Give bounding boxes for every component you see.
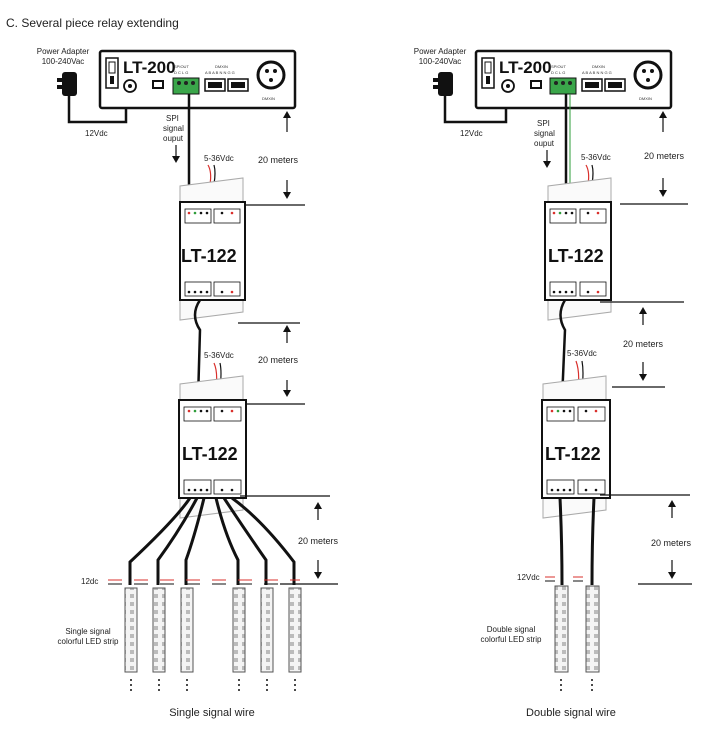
led-strip xyxy=(554,585,569,673)
controller-lt200: LT-200 SPIOUT D C L G DMXIN A B A B N N … xyxy=(98,49,297,110)
amp-model: LT-122 xyxy=(182,444,238,464)
strip-voltage: 12Vdc xyxy=(517,573,540,582)
output-cables xyxy=(558,497,596,586)
dmx-pins-label: A B A B N N G G xyxy=(582,70,612,75)
signal-cable xyxy=(559,299,567,401)
led-strip xyxy=(260,587,274,673)
led-strip xyxy=(124,587,138,673)
left-caption: Single signal wire xyxy=(169,707,255,719)
up-arrow-icon xyxy=(283,111,291,118)
left-diagram: Power Adapter 100-240Vac 12Vdc LT-200 SP… xyxy=(37,47,339,719)
up-arrow-icon xyxy=(639,307,647,314)
down-arrow-icon xyxy=(283,390,291,397)
distance-label-1: 20 meters xyxy=(258,155,299,165)
amplifier-lt122-1: LT-122 xyxy=(544,177,612,321)
down-arrow-icon xyxy=(283,192,291,199)
distance-label-3: 20 meters xyxy=(651,538,692,548)
controller-model: LT-200 xyxy=(499,58,552,77)
power-adapter-label: Power Adapter xyxy=(414,47,467,56)
signal-cable xyxy=(193,299,202,401)
amplifier-lt122-1: LT-122 xyxy=(179,177,246,321)
distance-label-2: 20 meters xyxy=(258,355,299,365)
spi-label-line1: SPI xyxy=(166,114,179,123)
dmx-pins-label: A B A B N N G G xyxy=(205,70,235,75)
amplifier-lt122-2: LT-122 xyxy=(541,375,611,519)
strip-label-line2: colorful LED strip xyxy=(481,635,542,644)
up-arrow-icon xyxy=(659,111,667,118)
controller-voltage: 12Vdc xyxy=(85,129,108,138)
dmxin-label: DMXIN xyxy=(215,64,228,69)
dmxin-bottom-label: DMXIN xyxy=(262,96,275,101)
spiout-label: SPIOUT xyxy=(551,64,566,69)
spi-label-line1: SPI xyxy=(537,119,550,128)
led-strips xyxy=(554,585,600,673)
controller-model: LT-200 xyxy=(123,58,176,77)
amp1-voltage: 5-36Vdc xyxy=(204,154,234,163)
spi-pins-label: D C L G xyxy=(174,70,188,75)
power-adapter-label: Power Adapter xyxy=(37,47,90,56)
spi-pins-label: D C L G xyxy=(551,70,565,75)
down-arrow-icon xyxy=(659,190,667,197)
amp-model: LT-122 xyxy=(548,246,604,266)
spi-terminal-icon xyxy=(549,77,577,95)
spi-label-line2: signal xyxy=(534,129,555,138)
amp-model: LT-122 xyxy=(181,246,237,266)
spi-label-line3: ouput xyxy=(163,134,184,143)
spi-label-line2: signal xyxy=(163,124,184,133)
led-strip xyxy=(288,587,302,673)
power-adapter xyxy=(57,72,77,96)
down-arrow-icon xyxy=(668,572,676,579)
amplifier-lt122-2: LT-122 xyxy=(178,375,247,519)
page-title: C. Several piece relay extending xyxy=(6,16,179,30)
right-diagram: Power Adapter 100-240Vac 12Vdc LT-200 SP… xyxy=(414,47,692,719)
xlr-connector-icon xyxy=(633,60,663,90)
up-arrow-icon xyxy=(668,500,676,507)
down-arrow-icon xyxy=(172,156,180,163)
led-strip xyxy=(232,587,246,673)
power-adapter xyxy=(433,72,453,96)
led-strip xyxy=(585,585,600,673)
power-adapter-range: 100-240Vac xyxy=(419,57,462,66)
continuation-dots xyxy=(130,679,296,691)
down-arrow-icon xyxy=(639,374,647,381)
distance-label-2: 20 meters xyxy=(623,339,664,349)
amp1-voltage: 5-36Vdc xyxy=(581,153,611,162)
strip-label-line1: Single signal xyxy=(65,627,111,636)
strip-label-line2: colorful LED strip xyxy=(58,637,119,646)
strip-voltage: 12dc xyxy=(81,577,98,586)
distance-label-1: 20 meters xyxy=(644,151,685,161)
led-strip xyxy=(152,587,166,673)
up-arrow-icon xyxy=(314,502,322,509)
distance-label-3: 20 meters xyxy=(298,536,339,546)
spi-terminal-icon xyxy=(172,77,200,95)
dmxin-bottom-label: DMXIN xyxy=(639,96,652,101)
strip-label-line1: Double signal xyxy=(487,625,536,634)
down-arrow-icon xyxy=(314,572,322,579)
output-cables xyxy=(128,496,296,585)
controller-lt200: LT-200 SPIOUT D C L G DMXIN A B A B N N … xyxy=(474,49,673,110)
xlr-connector-icon xyxy=(256,60,286,90)
right-caption: Double signal wire xyxy=(526,707,616,719)
led-strips xyxy=(124,587,302,673)
amp2-voltage: 5-36Vdc xyxy=(567,349,597,358)
led-strip xyxy=(180,587,194,673)
power-adapter-range: 100-240Vac xyxy=(42,57,85,66)
down-arrow-icon xyxy=(543,161,551,168)
amp2-voltage: 5-36Vdc xyxy=(204,351,234,360)
up-arrow-icon xyxy=(283,325,291,332)
dmxin-label: DMXIN xyxy=(592,64,605,69)
amp-model: LT-122 xyxy=(545,444,601,464)
spiout-label: SPIOUT xyxy=(174,64,189,69)
controller-voltage: 12Vdc xyxy=(460,129,483,138)
spi-label-line3: ouput xyxy=(534,139,555,148)
continuation-dots xyxy=(560,679,593,691)
